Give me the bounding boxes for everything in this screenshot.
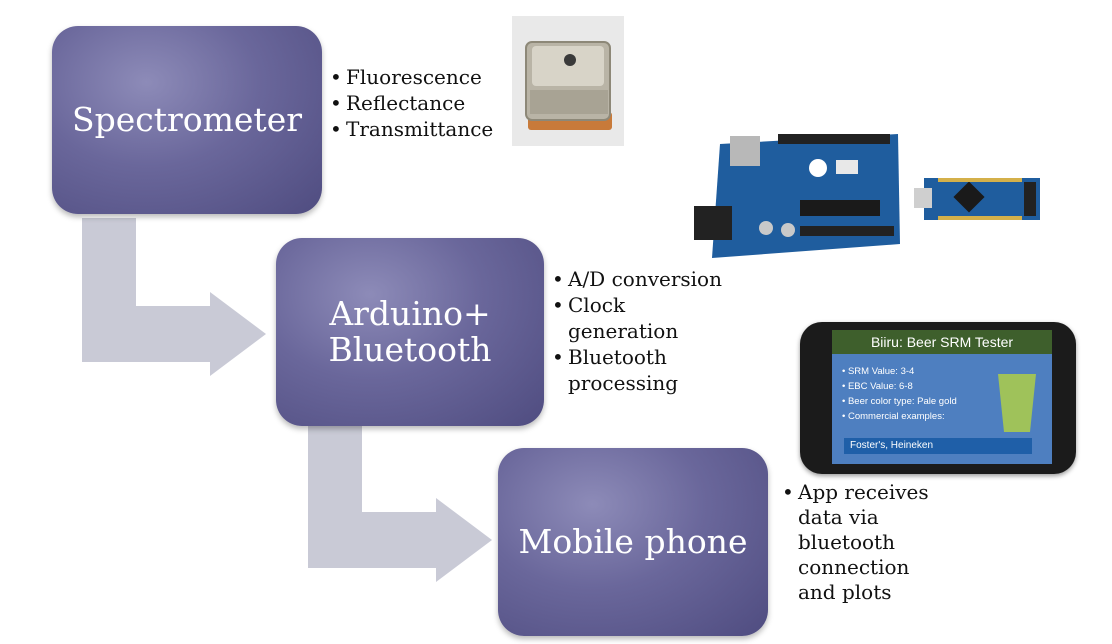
mobile-bullets: App receives data via bluetooth connecti… xyxy=(782,480,929,605)
bullet-transmittance: Transmittance xyxy=(330,116,493,142)
bullet-clock-generation: Clock generation xyxy=(552,292,722,344)
phone-image: Biiru: Beer SRM Tester • SRM Value: 3-4 … xyxy=(800,322,1076,474)
mobile-phone-title: Mobile phone xyxy=(518,522,748,562)
arduino-bluetooth-box: Arduino+ Bluetooth xyxy=(276,238,544,426)
arduino-bullets: A/D conversion Clock generation Bluetoot… xyxy=(552,266,722,396)
app-info-list: • SRM Value: 3-4 • EBC Value: 6-8 • Beer… xyxy=(842,364,957,424)
app-title: Biiru: Beer SRM Tester xyxy=(832,330,1052,354)
app-item-commercial: • Commercial examples: xyxy=(842,411,945,422)
arduino-title: Arduino+ Bluetooth xyxy=(328,294,492,369)
bullet-reflectance: Reflectance xyxy=(330,90,493,116)
spectrometer-bullets: Fluorescence Reflectance Transmittance xyxy=(330,64,493,142)
spectrometer-box: Spectrometer xyxy=(52,26,322,214)
arduino-nano-image xyxy=(914,178,1040,220)
bullet-app-receives: App receives data via bluetooth connecti… xyxy=(782,480,929,605)
bullet-ad-conversion: A/D conversion xyxy=(552,266,722,292)
spectrometer-sensor-image xyxy=(512,16,624,146)
spectrometer-title: Spectrometer xyxy=(71,100,303,140)
beer-glass-icon xyxy=(998,374,1036,432)
app-item-color-type: • Beer color type: Pale gold xyxy=(842,396,957,407)
app-item-ebc: • EBC Value: 6-8 xyxy=(842,381,913,392)
mobile-phone-box: Mobile phone xyxy=(498,448,768,636)
app-item-srm: • SRM Value: 3-4 xyxy=(842,366,915,377)
app-highlight-row: Foster's, Heineken xyxy=(844,438,1032,454)
bullet-bluetooth-processing: Bluetooth processing xyxy=(552,344,722,396)
arduino-uno-image xyxy=(694,134,900,258)
phone-screen: Biiru: Beer SRM Tester • SRM Value: 3-4 … xyxy=(832,330,1052,464)
arrow-arduino-to-phone xyxy=(308,424,492,582)
bullet-fluorescence: Fluorescence xyxy=(330,64,493,90)
arrow-spectrometer-to-arduino xyxy=(82,218,266,376)
